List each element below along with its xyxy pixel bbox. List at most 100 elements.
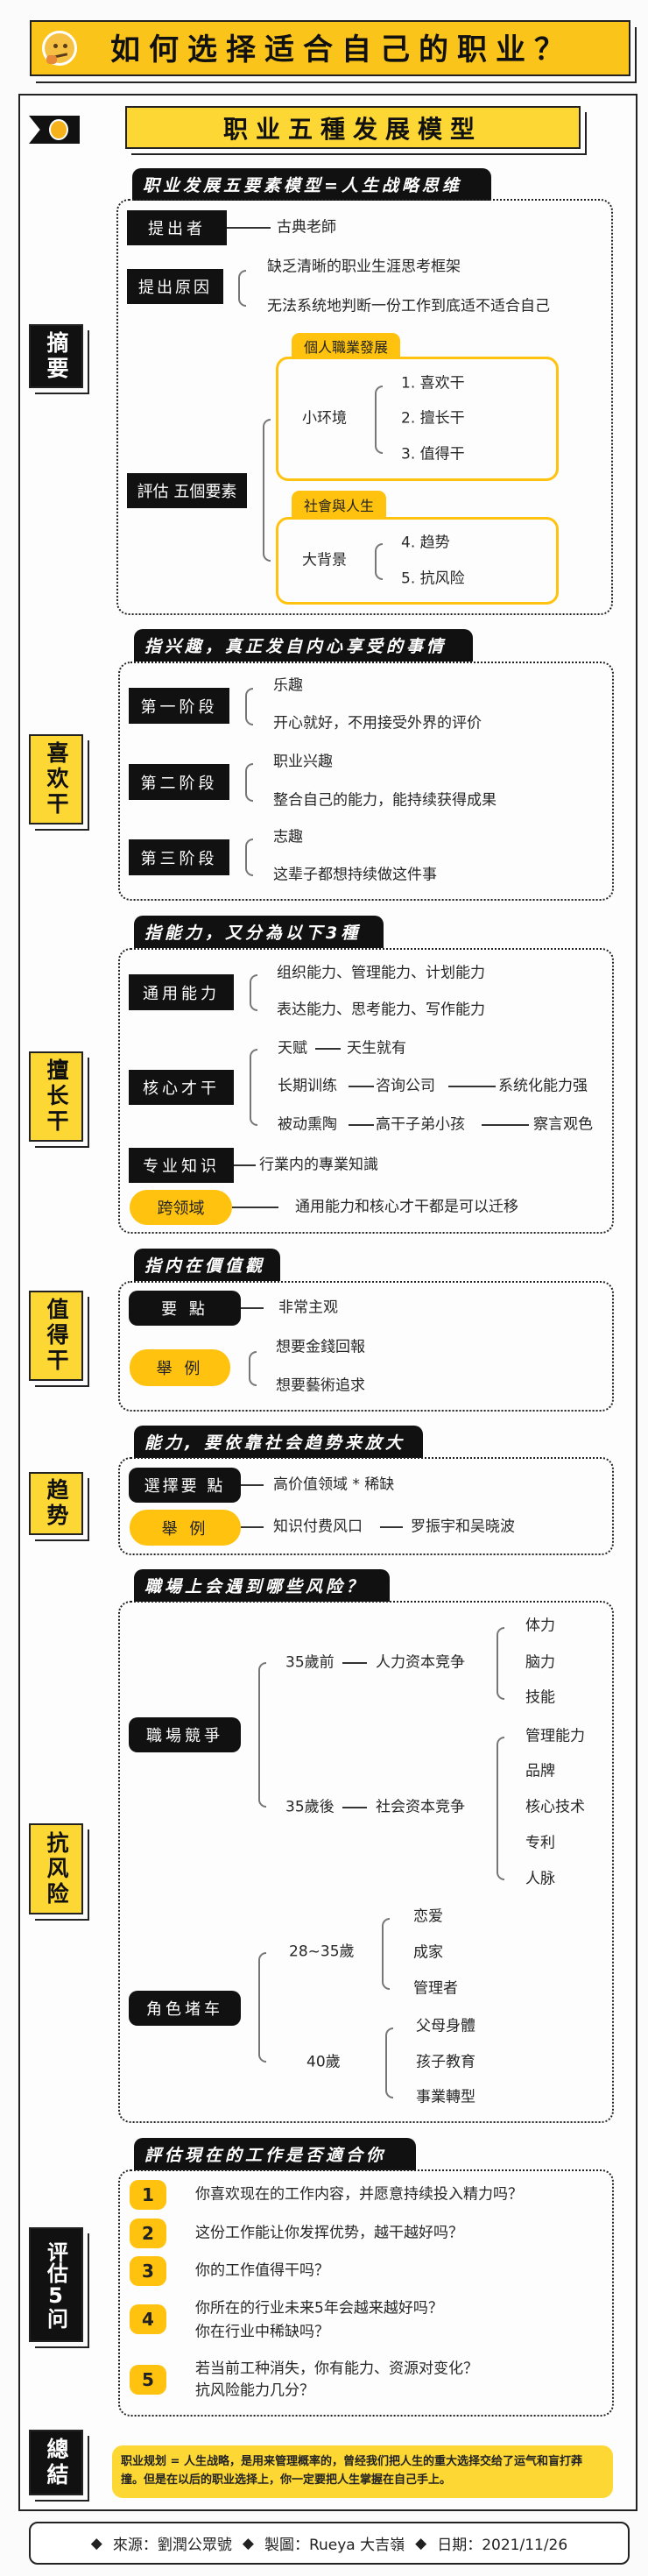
connector-line (349, 1086, 374, 1087)
proposer-label: 提出者 (127, 210, 227, 245)
risk-item: 核心技术 (525, 1798, 585, 1816)
section-label-summary: 摘要 (29, 324, 83, 388)
question-number: 2 (130, 2219, 166, 2248)
risk-item: 成家 (413, 1943, 443, 1962)
section-header-trend: 能力, 要依靠社会趋势来放大 (134, 1426, 423, 1458)
risk-item: 体力 (525, 1617, 555, 1635)
professional-text: 行業内的專業知識 (259, 1156, 378, 1174)
brace (258, 1952, 266, 2063)
connector-line (448, 1086, 496, 1087)
section-header-value: 指内在價值觀 (134, 1249, 280, 1281)
brace (249, 1351, 257, 1386)
example-pill: 舉 例 (130, 1510, 241, 1546)
cross-domain-text: 通用能力和核心才干都是可以迁移 (295, 1198, 518, 1216)
risk-item: 父母身體 (416, 2017, 475, 2035)
question-number: 4 (130, 2304, 166, 2334)
social-tab: 社會與人生 (292, 491, 386, 518)
connector-line (232, 1207, 278, 1208)
page-title: 如何选择适合自己的职业？ (110, 32, 573, 67)
connector-line (315, 1048, 341, 1050)
connector-line (234, 1164, 256, 1166)
section-label-talent: 擅长干 (29, 1051, 83, 1142)
element-item: 2. 擅长干 (401, 409, 465, 428)
section-label-conclusion: 總結 (29, 2430, 83, 2495)
example-item: 想要金錢回報 (276, 1338, 365, 1356)
key-point-label: 要 點 (129, 1291, 241, 1326)
risk-item: 管理能力 (525, 1727, 585, 1745)
professional-knowledge-label: 专业知识 (129, 1148, 234, 1183)
element-item: 4. 趋势 (401, 534, 450, 552)
connector-line (349, 1124, 374, 1126)
stage-item: 开心就好，不用接受外界的评价 (273, 714, 482, 732)
competition-type: 人力资本竞争 (376, 1653, 465, 1672)
question-text: 你的工作值得干吗？ (195, 2261, 329, 2280)
brace (375, 543, 383, 580)
risk-item: 管理者 (413, 1979, 458, 1998)
footer: ◆ 來源：劉潤公眾號 ◆ 製圖：Rueya 大吉嶺 ◆ 日期：2021/11/2… (29, 2522, 630, 2565)
connector-line (241, 1526, 264, 1528)
question-number: 3 (130, 2256, 166, 2286)
stage-label: 第二阶段 (129, 764, 229, 800)
stage-item: 这辈子都想持续做这件事 (273, 866, 437, 884)
reason-item: 无法系统地判断一份工作到底适不适合自己 (267, 297, 550, 315)
footer-source: 來源：劉潤公眾號 (112, 2537, 232, 2554)
question-text: 抗风险能力几分？ (195, 2381, 314, 2400)
question-text: 你在行业中稀缺吗？ (195, 2323, 329, 2341)
connector-line (241, 1484, 264, 1486)
evaluate-panel (118, 2169, 614, 2417)
connector-line (342, 1662, 367, 1664)
footer-date: 日期：2021/11/26 (437, 2537, 568, 2554)
competition-type: 社会资本竞争 (376, 1798, 465, 1816)
question-text: 若当前工种消失，你有能力、资源对变化？ (195, 2360, 478, 2378)
connector-line (380, 1526, 403, 1528)
core-item: 咨询公司 (376, 1077, 435, 1095)
title-bar: 如何选择适合自己的职业？ (30, 20, 630, 76)
brace (250, 974, 257, 1011)
core-item: 长期训练 (278, 1077, 337, 1095)
question-number: 1 (130, 2180, 166, 2210)
brace (375, 386, 383, 454)
core-item: 高干子弟小孩 (376, 1115, 465, 1134)
risk-item: 恋爱 (413, 1907, 443, 1926)
brace (245, 688, 253, 725)
example-item: 罗振宇和吴晓波 (411, 1518, 515, 1536)
summary-panel (116, 199, 613, 615)
stage-item: 整合自己的能力，能持续获得成果 (273, 791, 497, 810)
question-text: 这份工作能让你发挥优势，越干越好吗？ (195, 2224, 463, 2242)
personal-tab: 個人職業發展 (292, 333, 400, 358)
risk-item: 事業轉型 (416, 2088, 475, 2106)
connector-line (342, 1807, 367, 1808)
flag-circle-icon (29, 116, 80, 144)
brace (258, 1662, 266, 1808)
core-item: 察言观色 (533, 1115, 593, 1134)
stage-label: 第三阶段 (129, 839, 229, 875)
key-point-text: 非常主观 (278, 1299, 338, 1317)
general-ability-label: 通用能力 (129, 974, 234, 1010)
like-panel (118, 662, 614, 901)
connector-line (241, 1307, 264, 1309)
question-number: 5 (130, 2365, 166, 2395)
cross-domain-pill: 跨领域 (130, 1190, 232, 1225)
section-header-like: 指兴趣，真正发自内心享受的事情 (134, 629, 473, 662)
element-item: 3. 值得干 (401, 445, 465, 464)
section-label-like: 喜欢干 (29, 734, 83, 824)
social-box (276, 517, 559, 605)
talent-panel (118, 948, 614, 1234)
brace (497, 1737, 504, 1880)
section-label-evaluate: 评估5问 (29, 2227, 83, 2342)
stage-item: 志趣 (273, 828, 303, 846)
brace (238, 270, 246, 307)
example-item: 想要藝術追求 (276, 1376, 365, 1395)
core-item: 被动熏陶 (278, 1115, 337, 1134)
risk-item: 品牌 (525, 1762, 555, 1780)
core-item: 天生就有 (347, 1039, 406, 1058)
eval-elements-label: 評估 五個要素 (127, 473, 247, 508)
brace (245, 839, 253, 876)
connector-line (482, 1124, 529, 1126)
brace (382, 1918, 390, 1990)
example-pill: 舉 例 (130, 1349, 230, 1386)
risk-item: 人脉 (525, 1870, 555, 1888)
ability-item: 组织能力、管理能力、计划能力 (277, 964, 485, 982)
diamond-icon: ◆ (90, 2534, 102, 2552)
